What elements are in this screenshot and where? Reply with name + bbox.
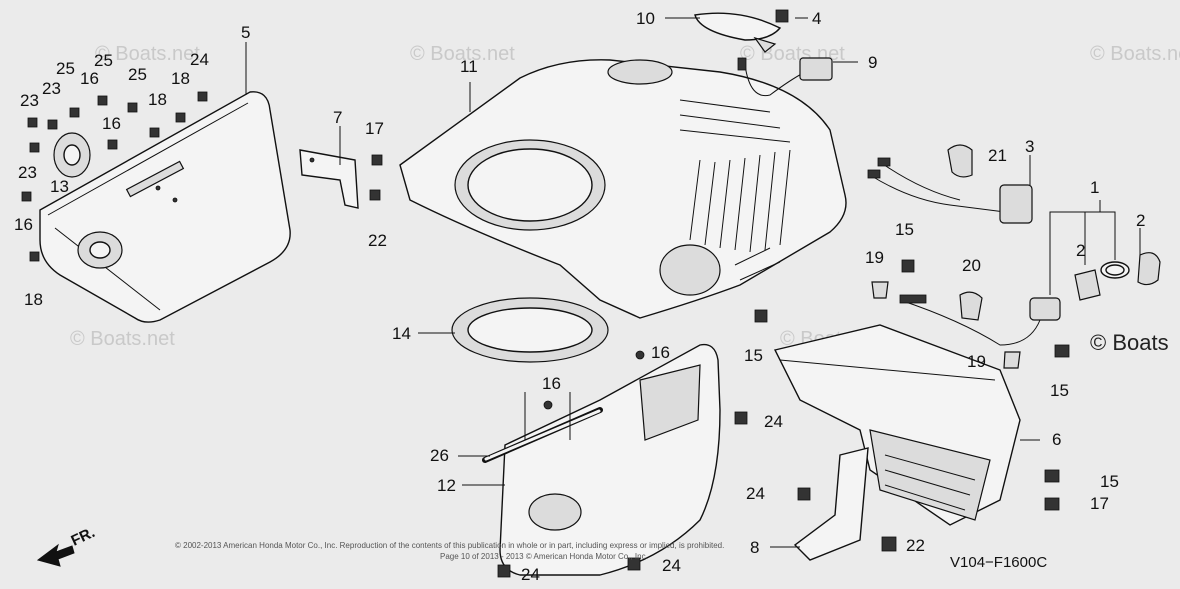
callout-label: 24 (746, 484, 765, 503)
bolt (734, 411, 748, 425)
callout-label: 22 (906, 536, 925, 555)
leader-lines (245, 17, 1141, 548)
callout-label: 22 (368, 231, 387, 250)
callout-label: 17 (365, 119, 384, 138)
arrow-icon (36, 543, 75, 567)
callout-label: 25 (128, 65, 147, 84)
callout-label: 18 (24, 290, 43, 309)
cap-lid (694, 12, 782, 53)
callout-label: 16 (542, 374, 561, 393)
callout-label: 23 (42, 79, 61, 98)
callout-label: 25 (56, 59, 75, 78)
grommet-ring (53, 132, 91, 178)
lower-housing (773, 324, 1021, 526)
watermark: © Boats.net (95, 43, 200, 65)
callout-label: 16 (80, 69, 99, 88)
callout-label: 17 (1090, 494, 1109, 513)
nut (369, 189, 381, 201)
cable-clamp (899, 291, 1061, 346)
callout-label: 1 (1090, 178, 1099, 197)
callout-label: 15 (1100, 472, 1119, 491)
callout-label: 8 (750, 538, 759, 557)
callout-label: 7 (333, 108, 342, 127)
callout-label: 2 (1136, 211, 1145, 230)
callout-label: 16 (14, 215, 33, 234)
callout-label: 20 (962, 256, 981, 275)
knob (775, 9, 789, 23)
diagram-code: V104−F1600C (950, 554, 1047, 571)
callout-label: 19 (967, 352, 986, 371)
callout-label: 26 (430, 446, 449, 465)
callout-label: 5 (241, 23, 250, 42)
filter-ring (451, 297, 609, 363)
callout-label: 3 (1025, 137, 1034, 156)
callout-label: 19 (865, 248, 884, 267)
callout-label: 6 (1052, 430, 1061, 449)
switch-wire (737, 57, 833, 97)
front-direction-arrow: FR. (36, 524, 98, 567)
callout-label: 13 (50, 177, 69, 196)
bolt (497, 564, 511, 578)
callout-label: 24 (521, 565, 540, 584)
copyright-line: Page 10 of 2013 - 2013 © American Honda … (440, 552, 648, 561)
callout-label: 24 (764, 412, 783, 431)
right-hardware (754, 259, 1070, 511)
callout-label: 14 (392, 324, 411, 343)
side-cover-plate (39, 91, 291, 323)
callout-label: 23 (18, 163, 37, 182)
callout-label: 21 (988, 146, 1007, 165)
callout-label: 15 (895, 220, 914, 239)
watermark: © Boats.net (70, 328, 175, 350)
callout-label: 23 (20, 91, 39, 110)
wire-harness (867, 157, 1033, 224)
callout-label: 18 (171, 69, 190, 88)
bolt (797, 487, 811, 501)
clip (947, 144, 973, 178)
lower-plate (793, 447, 869, 561)
callout-label: 12 (437, 476, 456, 495)
watermark: © Boats.net (410, 43, 515, 65)
callout-label: 15 (744, 346, 763, 365)
top-shroud (399, 59, 847, 319)
callouts: 1 2 2 3 4 5 6 7 8 9 10 11 12 13 14 15 15… (14, 9, 1145, 584)
callout-label: 2 (1076, 241, 1085, 260)
watermark: © Boats.net (1090, 43, 1180, 65)
callout-label: 25 (94, 51, 113, 70)
callout-label: 9 (868, 53, 877, 72)
key-socket (1074, 252, 1161, 301)
callout-label: 24 (662, 556, 681, 575)
rod-highlight (484, 409, 601, 461)
callout-label: 11 (460, 57, 478, 76)
callout-label: 24 (190, 50, 209, 69)
bolt (371, 154, 383, 166)
left-bolts (21, 91, 208, 262)
callout-label: 4 (812, 9, 821, 28)
callout-label: 16 (102, 114, 121, 133)
callout-label: 10 (636, 9, 655, 28)
watermark: © Boats (1090, 330, 1169, 355)
nut (881, 536, 897, 552)
bolt (627, 557, 641, 571)
shroud-louvers (679, 99, 791, 281)
front-label: FR. (69, 524, 98, 550)
callout-label: 15 (1050, 381, 1069, 400)
front-cover (499, 343, 721, 576)
callout-label: 18 (148, 90, 167, 109)
bracket (299, 149, 359, 209)
callout-label: 16 (651, 343, 670, 362)
copyright-line: © 2002-2013 American Honda Motor Co., In… (175, 541, 724, 550)
